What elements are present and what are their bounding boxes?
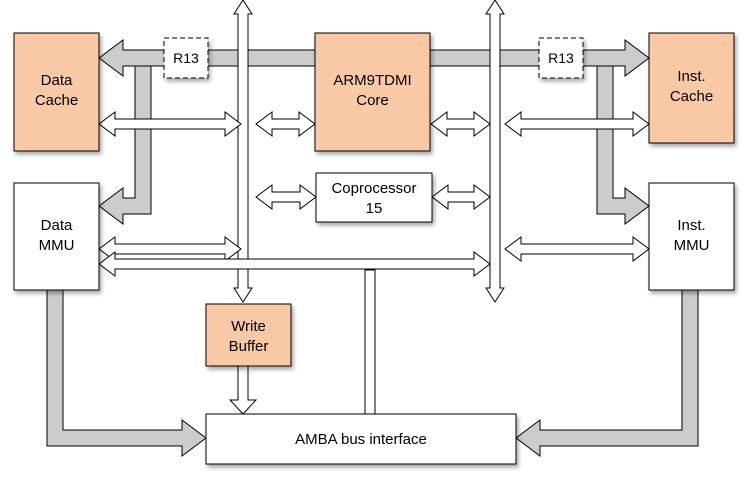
data-cache-label-2: Cache bbox=[35, 92, 78, 109]
arrow-data-mmu-left-bus-upper bbox=[98, 236, 242, 262]
arrow-right-bus-inst-mmu-upper bbox=[504, 236, 650, 262]
path-r13-to-data-mmu bbox=[98, 65, 152, 225]
coprocessor-block: Coprocessor 15 bbox=[315, 172, 433, 223]
arrow-left-bus-core bbox=[255, 111, 316, 137]
r13-right-register: R13 bbox=[538, 37, 584, 79]
inst-cache-block: Inst. Cache bbox=[648, 32, 735, 144]
data-cache-block: Data Cache bbox=[13, 32, 100, 152]
data-cache-label-1: Data bbox=[41, 72, 73, 89]
inst-cache-label-2: Cache bbox=[670, 88, 713, 105]
r13-left-register: R13 bbox=[163, 37, 209, 79]
data-mmu-block: Data MMU bbox=[13, 182, 100, 291]
arrow-data-mmu-right-bus-lower bbox=[98, 251, 491, 277]
data-mmu-label-1: Data bbox=[41, 217, 73, 234]
core-label-2: Core bbox=[356, 92, 389, 109]
inst-mmu-label-2: MMU bbox=[674, 237, 710, 254]
left-vertical-bus bbox=[233, 0, 253, 303]
core-block: ARM9TDMI Core bbox=[314, 32, 431, 152]
arrow-left-bus-coprocessor bbox=[255, 184, 317, 210]
arrow-right-bus-inst-cache bbox=[504, 111, 650, 137]
blocks: Data Cache ARM9TDMI Core Inst. Cache Dat… bbox=[13, 32, 735, 465]
coprocessor-label-2: 15 bbox=[366, 200, 383, 217]
arrow-coprocessor-right-bus bbox=[431, 184, 491, 210]
amba-bus-interface-block: AMBA bus interface bbox=[205, 413, 517, 465]
core-label-1: ARM9TDMI bbox=[333, 72, 411, 89]
write-buffer-label-2: Buffer bbox=[229, 338, 269, 355]
data-mmu-label-2: MMU bbox=[39, 237, 75, 254]
write-buffer-block: Write Buffer bbox=[205, 303, 292, 367]
write-buffer-label-1: Write bbox=[231, 318, 266, 335]
white-bidir-arrows bbox=[98, 111, 650, 277]
gray-data-paths bbox=[46, 39, 699, 457]
inst-cache-label-1: Inst. bbox=[677, 68, 705, 85]
white-buses bbox=[228, 0, 505, 415]
r13-left-label: R13 bbox=[173, 50, 199, 66]
amba-label: AMBA bus interface bbox=[295, 431, 427, 448]
arrow-data-cache-left-bus bbox=[98, 111, 242, 137]
path-inst-mmu-to-amba bbox=[515, 289, 699, 457]
right-vertical-bus bbox=[485, 0, 505, 303]
write-buffer-to-amba-bus bbox=[228, 365, 258, 415]
inst-mmu-block: Inst. MMU bbox=[648, 182, 735, 291]
coprocessor-label-1: Coprocessor bbox=[331, 180, 416, 197]
inst-mmu-label-1: Inst. bbox=[677, 217, 705, 234]
arrow-core-right-bus bbox=[430, 111, 491, 137]
amba-riser bbox=[364, 269, 376, 415]
registers: R13 R13 bbox=[163, 37, 584, 79]
path-data-mmu-to-amba bbox=[46, 289, 207, 457]
path-r13-to-inst-mmu bbox=[596, 65, 650, 225]
r13-right-label: R13 bbox=[548, 50, 574, 66]
